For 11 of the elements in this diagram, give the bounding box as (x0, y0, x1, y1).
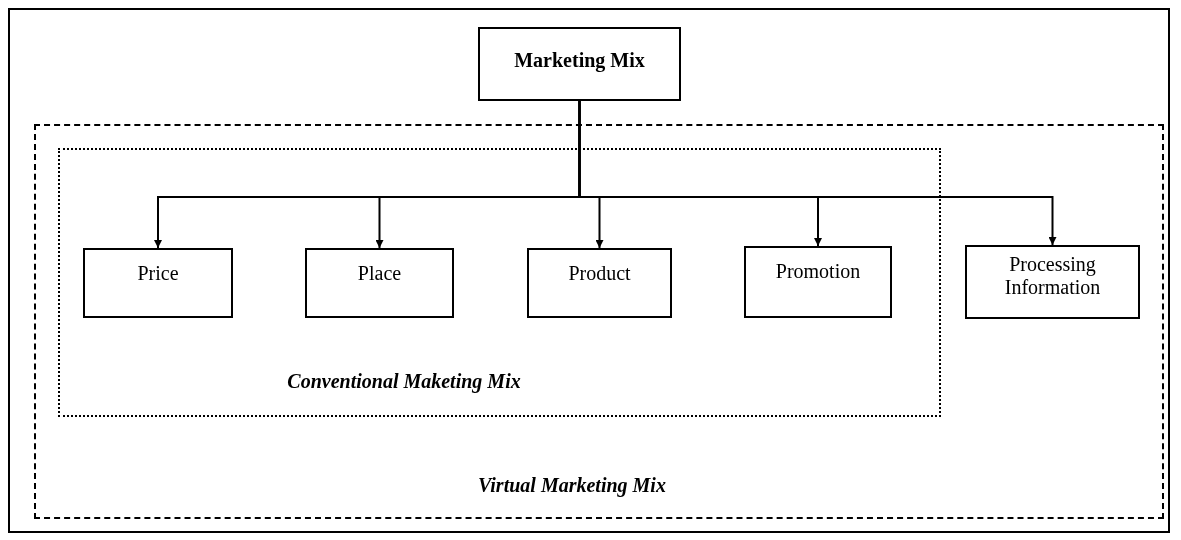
dotted-group-frame (58, 148, 941, 417)
group-label: Conventional Maketing Mix (287, 370, 521, 393)
concept-box: Price (83, 248, 233, 318)
arrow (578, 100, 1057, 246)
concept-box: Processing Information (965, 245, 1140, 319)
concept-box: Place (305, 248, 454, 318)
group-label: Virtual Marketing Mix (478, 474, 666, 497)
concept-box: Product (527, 248, 672, 318)
concept-box: Promotion (744, 246, 892, 318)
concept-box: Marketing Mix (478, 27, 681, 101)
dashed-group-frame (34, 124, 1164, 519)
